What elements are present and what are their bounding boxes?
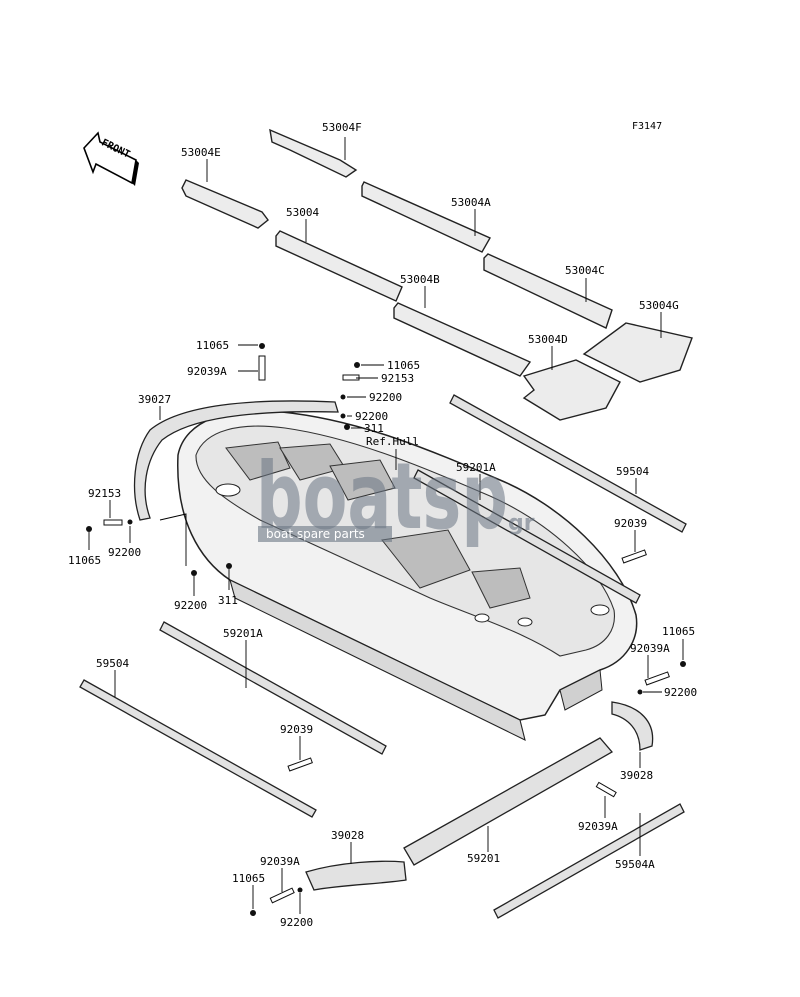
label-53004e: 53004E [181, 146, 221, 159]
label-39028-left: 39028 [331, 829, 364, 842]
rail-59201a-left [159, 621, 387, 755]
label-59201a-left: 59201A [223, 627, 263, 640]
watermark-banner [258, 526, 392, 542]
label-59201: 59201 [467, 852, 500, 865]
label-311-mid: 311 [364, 422, 384, 435]
bumper-39028-right [611, 701, 654, 751]
label-53004a: 53004A [451, 196, 491, 209]
label-53004f: 53004F [322, 121, 362, 134]
label-92039-left: 92039 [280, 723, 313, 736]
label-92039a-left: 92039A [260, 855, 300, 868]
front-arrow-icon: FRONT [83, 131, 139, 186]
bumper-39027 [133, 400, 339, 521]
mat-53004 [275, 230, 403, 302]
label-92039a-top: 92039A [187, 365, 227, 378]
mat-53004e [181, 179, 269, 229]
rail-59504a [493, 803, 685, 919]
mat-53004a [361, 181, 491, 253]
rail-59201a-right [413, 469, 641, 604]
watermark-suffix: gr [508, 511, 535, 536]
label-92200-left: 92200 [108, 546, 141, 559]
label-92039a-right: 92039A [630, 642, 670, 655]
label-53004: 53004 [286, 206, 319, 219]
watermark-subtext: boat spare parts [266, 527, 365, 541]
mat-53004d [522, 359, 621, 421]
label-11065-left: 11065 [68, 554, 101, 567]
label-92200-right: 92200 [664, 686, 697, 699]
label-92200-lower: 92200 [174, 599, 207, 612]
hull [177, 409, 638, 742]
label-53004d: 53004D [528, 333, 568, 346]
label-92039a-lower: 92039A [578, 820, 618, 833]
label-92200-mid1: 92200 [369, 391, 402, 404]
label-53004c: 53004C [565, 264, 605, 277]
label-92039-right: 92039 [614, 517, 647, 530]
label-39027: 39027 [138, 393, 171, 406]
leader-lines [88, 137, 684, 914]
label-39028-right: 39028 [620, 769, 653, 782]
label-11065-top: 11065 [196, 339, 229, 352]
label-11065-mid: 11065 [387, 359, 420, 372]
label-92200-mid2: 92200 [355, 410, 388, 423]
rail-59504-left [79, 679, 317, 818]
mat-53004g [582, 322, 693, 383]
diagram-code: F3147 [632, 121, 662, 132]
label-92200-bottom: 92200 [280, 916, 313, 929]
label-11065-bottom: 11065 [232, 872, 265, 885]
label-53004b: 53004B [400, 273, 440, 286]
label-92153-mid: 92153 [381, 372, 414, 385]
label-11065-right: 11065 [662, 625, 695, 638]
mat-53004c [483, 253, 613, 329]
bumper-39028-left [305, 860, 407, 891]
rail-59504-right [449, 394, 687, 533]
label-59504-right: 59504 [616, 465, 649, 478]
mat-53004f [269, 128, 358, 178]
label-59201a-right: 59201A [456, 461, 496, 474]
label-ref-hull: Ref.Hull [366, 435, 419, 448]
fastener-icons [86, 343, 686, 916]
mat-53004b [393, 302, 532, 377]
label-53004g: 53004G [639, 299, 679, 312]
watermark: boatsp gr boat spare parts [256, 443, 535, 550]
label-311-lower: 311 [218, 594, 238, 607]
rail-59201 [403, 737, 614, 866]
label-59504-left: 59504 [96, 657, 129, 670]
label-92153-left: 92153 [88, 487, 121, 500]
label-59504a: 59504A [615, 858, 655, 871]
